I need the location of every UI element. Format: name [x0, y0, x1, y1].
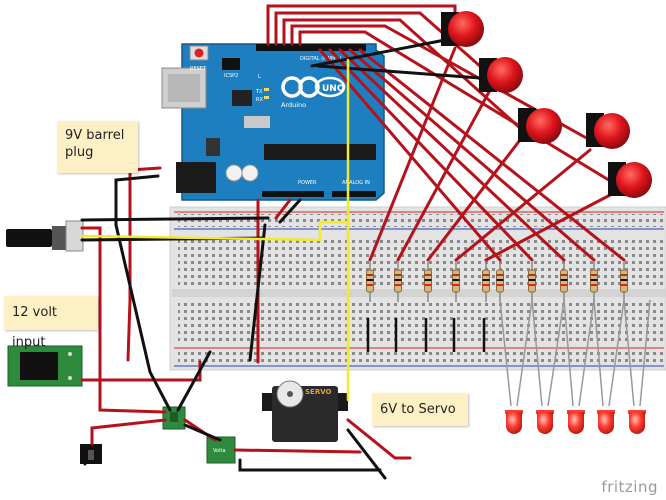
capacitor-left [225, 164, 243, 182]
board-brand: Arduino [281, 101, 306, 109]
power-jack [176, 162, 216, 193]
resistor [496, 262, 504, 302]
dc-jack-module [7, 345, 83, 387]
board-model: UNO [322, 84, 345, 94]
voltage-regulator-module: Volta [206, 436, 236, 464]
led [499, 299, 533, 434]
servo-motor: SERVO [262, 380, 348, 442]
pot-shaft [6, 229, 52, 247]
analog-label: ANALOG IN [342, 180, 370, 186]
note-6v-servo: 6V to Servo [372, 393, 468, 426]
fritzing-watermark: fritzing [601, 478, 658, 496]
icsp-label: ICSP2 [224, 73, 238, 79]
led-tx-label: TX [255, 89, 263, 95]
led-l-label: L [258, 74, 261, 80]
push-button [586, 113, 630, 149]
regulator-label: Volta [213, 448, 226, 454]
power-label: POWER [298, 180, 317, 186]
led [531, 299, 565, 434]
push-button [518, 108, 562, 144]
converter-module [162, 406, 186, 430]
push-button [479, 57, 523, 93]
resistor [452, 262, 460, 352]
resistor [560, 262, 568, 302]
usb-chip [232, 90, 252, 106]
icsp-header [222, 58, 240, 70]
resistor [590, 262, 598, 302]
resistor [620, 262, 628, 302]
resistor [394, 262, 402, 352]
infinity-logo-right [298, 76, 320, 98]
servo-label: SERVO [305, 388, 332, 396]
microcontroller-chip [264, 144, 376, 160]
led [593, 299, 625, 434]
arduino-uno-board: RESET ICSP2 DIGITAL (PWM~) UNO Arduino L… [161, 43, 385, 201]
potentiometer [6, 220, 84, 252]
resistors [366, 262, 628, 352]
resistor [424, 262, 432, 352]
leds [499, 299, 651, 434]
led [623, 299, 651, 434]
digital-header [256, 44, 366, 51]
resistor [482, 262, 490, 352]
note-12-volt-input: 12 volt input [4, 296, 98, 350]
capacitor-right [241, 164, 259, 182]
analog-header [332, 191, 376, 197]
push-button [441, 11, 484, 47]
digital-label: DIGITAL (PWM~) [300, 56, 342, 62]
resistor [366, 262, 374, 352]
resistor [528, 262, 536, 302]
led [563, 299, 595, 434]
push-button [608, 162, 652, 198]
slide-switch [80, 444, 102, 464]
reset-label: RESET [190, 66, 207, 72]
power-header [262, 191, 324, 197]
yellow-wires [80, 58, 350, 402]
note-barrel-plug: 9V barrel plug [57, 121, 138, 173]
led-rx-label: RX [256, 97, 263, 103]
